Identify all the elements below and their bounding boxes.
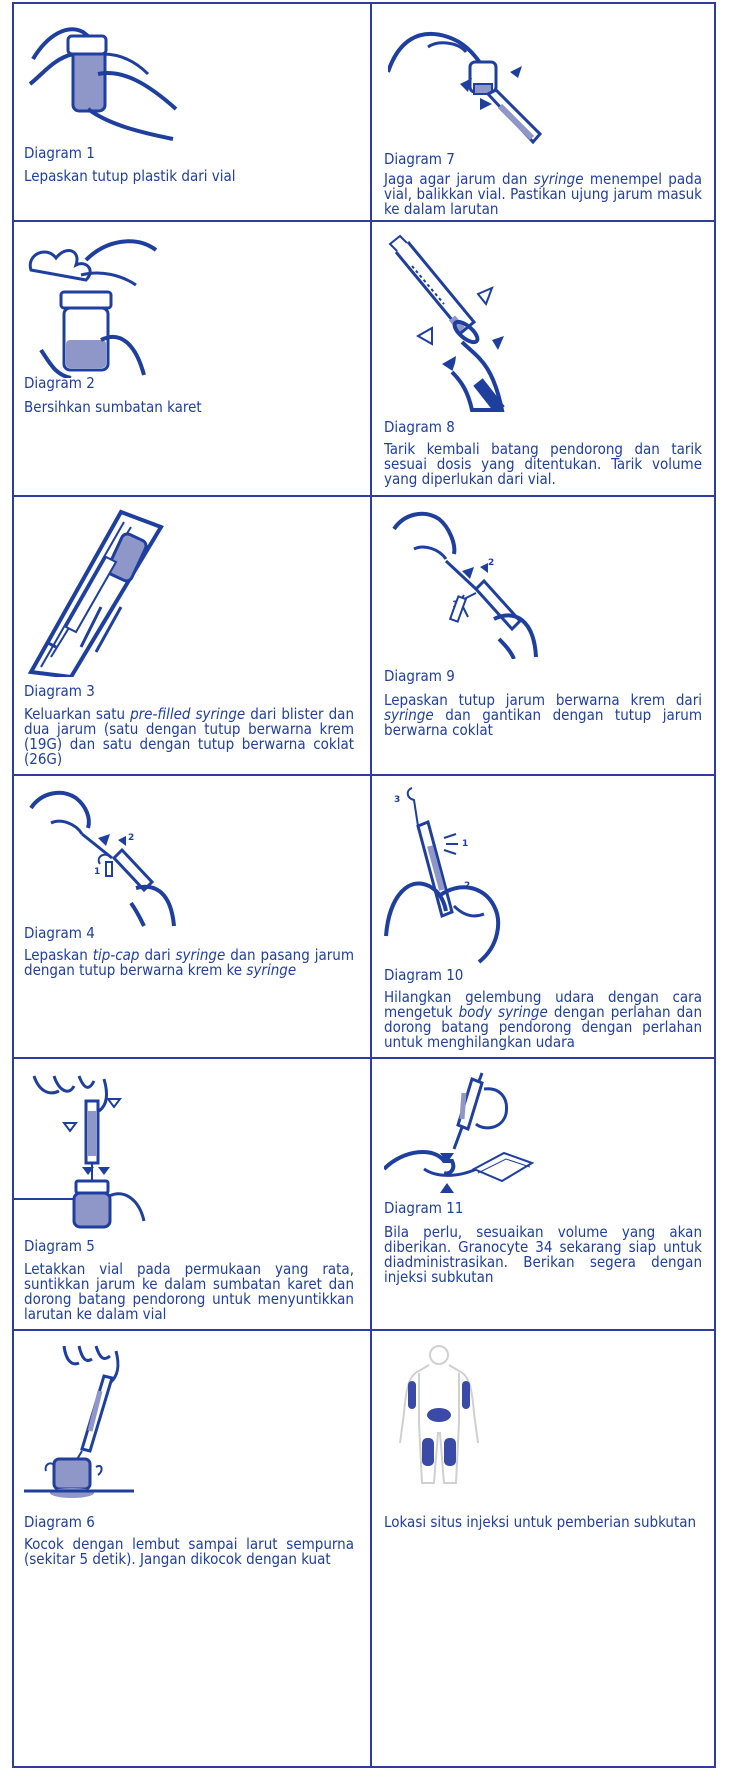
illustration-remove-air-bubbles: 3 1 2: [384, 786, 524, 964]
step-cell-10: 3 1 2 Diagram 10 Hilangkan gelembung uda…: [372, 776, 714, 1057]
injection-site-right-thigh: [444, 1438, 456, 1466]
diagram-caption: Diagram 1: [24, 144, 95, 162]
illustration-subcutaneous-injection: [384, 1069, 534, 1197]
step-text: Lepaskan tutup plastik dari vial: [24, 169, 354, 184]
step-cell-7: Diagram 7 Jaga agar jarum dan syringe me…: [372, 4, 714, 220]
step-text: Lepaskan tutup jarum berwarna krem dari …: [384, 693, 702, 738]
step-text: Tarik kembali batang pendorong dan tarik…: [384, 442, 702, 487]
step-label-3: 3: [394, 795, 400, 805]
diagram-caption: Diagram 4: [24, 924, 95, 942]
step-label-1: 1: [462, 839, 468, 849]
diagram-caption: Diagram 3: [24, 682, 95, 700]
step-cell-2: Diagram 2 Bersihkan sumbatan karet: [14, 222, 370, 495]
step-text: Bila perlu, sesuaikan volume yang akan d…: [384, 1225, 702, 1285]
step-label-2: 2: [488, 558, 494, 568]
step-cell-8: Diagram 8 Tarik kembali batang pendorong…: [372, 222, 714, 495]
diagram-caption: Diagram 6: [24, 1513, 95, 1531]
diagram-caption: Diagram 9: [384, 667, 455, 685]
diagram-caption: Diagram 10: [384, 966, 463, 984]
step-cell-5: Diagram 5 Letakkan vial pada permukaan y…: [14, 1059, 370, 1329]
illustration-attach-needle: 2 1: [26, 788, 186, 928]
illustration-swirl-vial: [24, 1341, 144, 1501]
step-text: Keluarkan satu pre-filled syringe dari b…: [24, 707, 354, 767]
step-cell-6: Diagram 6 Kocok dengan lembut sampai lar…: [14, 1331, 370, 1768]
injection-site-right-arm: [462, 1381, 470, 1409]
diagram-caption: Diagram 7: [384, 150, 455, 168]
diagram-caption: Diagram 8: [384, 418, 455, 436]
step-text: Hilangkan gelembung udara dengan cara me…: [384, 990, 702, 1050]
illustration-injection-sites-body: [394, 1343, 484, 1493]
diagram-caption: Diagram 2: [24, 374, 95, 392]
step-text: Lepaskan tip-cap dari syringe dan pasang…: [24, 948, 354, 978]
injection-sites-text: Lokasi situs injeksi untuk pemberian sub…: [384, 1515, 702, 1530]
diagram-caption: Diagram 11: [384, 1199, 463, 1217]
step-cell-1: Diagram 1 Lepaskan tutup plastik dari vi…: [14, 4, 370, 220]
injection-site-abdomen: [427, 1408, 451, 1422]
illustration-remove-cap: [28, 14, 178, 142]
illustration-invert-vial: [388, 12, 558, 150]
diagram-caption: Diagram 5: [24, 1237, 95, 1255]
illustration-blister-pack: [26, 507, 166, 677]
step-cell-11: Diagram 11 Bila perlu, sesuaikan volume …: [372, 1059, 714, 1329]
illustration-swap-needle-cap: 2 1: [384, 509, 544, 659]
step-cell-3: Diagram 3 Keluarkan satu pre-filled syri…: [14, 497, 370, 774]
step-text: Jaga agar jarum dan syringe menempel pad…: [384, 172, 702, 217]
step-text: Bersihkan sumbatan karet: [24, 400, 354, 415]
step-cell-4: 2 1 Diagram 4 Lepaskan tip-cap dari syri…: [14, 776, 370, 1057]
instruction-grid: Diagram 1 Lepaskan tutup plastik dari vi…: [12, 2, 716, 1768]
illustration-clean-stopper: [26, 230, 166, 378]
step-text: Kocok dengan lembut sampai larut sempurn…: [24, 1537, 354, 1567]
injection-site-left-thigh: [422, 1438, 434, 1466]
step-text: Letakkan vial pada permukaan yang rata, …: [24, 1262, 354, 1322]
step-cell-9: 2 1 Diagram 9 Lepaskan tutup jarum berwa…: [372, 497, 714, 774]
injection-site-left-arm: [408, 1381, 416, 1409]
step-label-2: 2: [128, 833, 134, 843]
injection-sites-cell: Lokasi situs injeksi untuk pemberian sub…: [372, 1331, 714, 1768]
step-label-1: 1: [94, 867, 100, 877]
illustration-withdraw-dose: [382, 232, 522, 412]
illustration-inject-into-vial: [14, 1071, 164, 1229]
